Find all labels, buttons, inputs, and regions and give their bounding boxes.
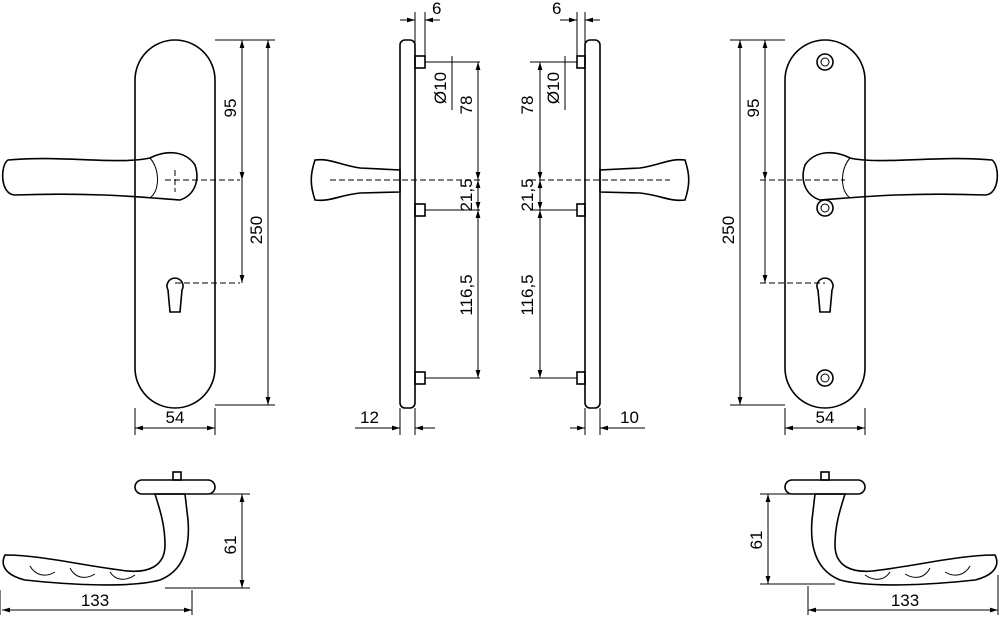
right-side-view: Ø10 78 21,5 116,5 6 10 (518, 0, 690, 435)
pin (576, 203, 586, 217)
dim-6: 6 (432, 0, 441, 18)
dim-78: 78 (518, 96, 537, 115)
left-front-view: 95 250 54 (1, 39, 275, 435)
right-top-view: 61 133 (747, 471, 999, 615)
keyhole (166, 277, 184, 313)
lever-handle (802, 151, 999, 201)
left-top-view: 61 133 (0, 471, 250, 615)
dim-61: 61 (221, 536, 240, 555)
dim-95: 95 (221, 99, 240, 118)
rose (134, 479, 216, 495)
plate-side (584, 39, 601, 409)
dim-54: 54 (166, 408, 185, 427)
dim-10: 10 (620, 408, 639, 427)
dim-95: 95 (744, 99, 763, 118)
plate-side (399, 39, 416, 409)
dim-54: 54 (816, 408, 835, 427)
right-front-view: 95 250 54 (719, 39, 999, 435)
lever-side (599, 158, 690, 202)
dim-21-5: 21,5 (518, 178, 537, 211)
pin (414, 55, 426, 69)
dim-61: 61 (747, 531, 766, 550)
keyhole (816, 277, 834, 313)
escutcheon-plate (134, 39, 216, 409)
pin (414, 203, 426, 217)
screw-icon (816, 369, 834, 387)
dim-21-5: 21,5 (457, 178, 476, 211)
dim-133: 133 (891, 591, 919, 610)
dim-250: 250 (247, 216, 266, 244)
screw-icon (816, 199, 834, 217)
lever-top (2, 493, 190, 586)
dim-12: 12 (360, 408, 379, 427)
pin (576, 371, 586, 385)
dim-133: 133 (81, 591, 109, 610)
pin (414, 371, 426, 385)
dim-6: 6 (552, 0, 561, 18)
dim-dia-10: Ø10 (431, 72, 450, 104)
lever-side (310, 158, 401, 202)
dim-116-5: 116,5 (518, 274, 537, 315)
spindle (820, 471, 830, 481)
left-side-view: Ø10 78 21,5 116,5 6 12 (310, 0, 481, 435)
dim-116-5: 116,5 (457, 274, 476, 315)
escutcheon-plate (784, 39, 866, 409)
lever-handle (1, 151, 198, 201)
pin (576, 55, 586, 69)
dim-250: 250 (719, 216, 738, 244)
dim-78: 78 (457, 96, 476, 115)
screw-icon (816, 53, 834, 71)
lever-top (810, 493, 998, 586)
spindle (172, 471, 182, 481)
dim-dia-10: Ø10 (544, 72, 563, 104)
rose (784, 479, 866, 495)
